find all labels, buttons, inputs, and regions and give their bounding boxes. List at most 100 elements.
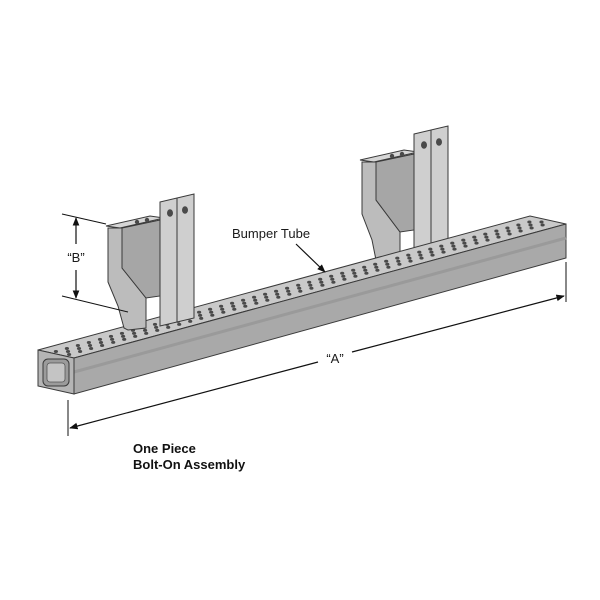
perforation-hole bbox=[407, 256, 412, 260]
perforation-hole bbox=[527, 220, 532, 224]
perforation-hole bbox=[286, 289, 291, 293]
dimension-b: “B” bbox=[61, 213, 129, 313]
perforation-hole bbox=[330, 277, 335, 281]
perforation-hole bbox=[318, 277, 323, 281]
perforation-hole bbox=[154, 325, 159, 329]
bumper-tube-callout: Bumper Tube bbox=[232, 226, 326, 273]
perforation-hole bbox=[385, 262, 390, 266]
perforation-hole bbox=[119, 331, 125, 335]
perforation-hole bbox=[418, 253, 423, 257]
perforation-hole bbox=[208, 307, 213, 311]
perforation-hole bbox=[264, 295, 269, 299]
perforation-hole bbox=[329, 274, 334, 278]
perforation-hole bbox=[254, 301, 259, 305]
perforation-hole bbox=[351, 268, 356, 272]
perforation-hole bbox=[197, 310, 202, 314]
perforation-hole bbox=[100, 344, 105, 347]
perforation-hole bbox=[397, 262, 402, 266]
dim-a-label: “A” bbox=[326, 351, 343, 366]
perforation-hole bbox=[485, 238, 490, 242]
perforation-hole bbox=[417, 250, 422, 254]
perforation-hole bbox=[395, 256, 400, 260]
perforation-hole bbox=[474, 241, 479, 245]
perforation-hole bbox=[419, 256, 424, 260]
dim-b-label: “B” bbox=[67, 250, 84, 265]
perforation-hole bbox=[452, 247, 457, 251]
perforation-hole bbox=[483, 232, 488, 236]
perforation-hole bbox=[494, 229, 499, 233]
perforation-hole bbox=[110, 337, 115, 341]
perforation-hole bbox=[243, 304, 248, 308]
perforation-hole bbox=[89, 347, 94, 350]
perforation-hole bbox=[384, 259, 389, 263]
perforation-hole bbox=[199, 316, 204, 320]
perforation-hole bbox=[375, 268, 380, 272]
perforation-hole bbox=[132, 331, 137, 335]
perforation-hole bbox=[265, 298, 270, 302]
perforation-hole bbox=[507, 232, 512, 236]
perforation-hole bbox=[122, 337, 127, 341]
perforation-hole bbox=[463, 244, 468, 248]
perforation-hole bbox=[484, 235, 489, 239]
perforation-hole bbox=[210, 313, 215, 317]
perforation-hole bbox=[298, 289, 303, 293]
perforation-hole bbox=[275, 292, 280, 296]
perforation-hole bbox=[242, 301, 247, 305]
perforation-hole bbox=[374, 265, 379, 269]
caption-line-2: Bolt-On Assembly bbox=[133, 457, 246, 472]
perforation-hole bbox=[209, 310, 214, 314]
perforation-hole bbox=[65, 350, 71, 353]
perforation-hole bbox=[231, 304, 236, 308]
perforation-hole bbox=[152, 322, 158, 326]
perforation-hole bbox=[307, 280, 312, 284]
perforation-hole bbox=[529, 226, 534, 230]
perforation-hole bbox=[440, 247, 445, 251]
perforation-hole bbox=[539, 220, 544, 224]
perforation-hole bbox=[232, 307, 237, 311]
perforation-hole bbox=[441, 250, 446, 254]
perforation-hole bbox=[331, 280, 336, 284]
perforation-hole bbox=[362, 265, 367, 269]
bumper-tube-label: Bumper Tube bbox=[232, 226, 310, 241]
perforation-hole bbox=[221, 310, 226, 314]
perforation-hole bbox=[340, 271, 345, 275]
perforation-hole bbox=[451, 244, 456, 248]
perforation-hole bbox=[276, 295, 281, 299]
perforation-hole bbox=[108, 334, 114, 338]
perforation-hole bbox=[406, 253, 411, 257]
perforation-hole bbox=[319, 280, 324, 284]
perforation-hole bbox=[98, 341, 104, 344]
perforation-hole bbox=[188, 319, 193, 323]
perforation-hole bbox=[461, 238, 466, 242]
perforation-hole bbox=[472, 235, 477, 239]
perforation-hole bbox=[341, 274, 346, 278]
perforation-hole bbox=[342, 277, 347, 281]
perforation-hole bbox=[505, 226, 510, 230]
perforation-hole bbox=[363, 268, 368, 272]
perforation-hole bbox=[97, 337, 103, 341]
perforation-hole bbox=[64, 347, 69, 350]
perforation-hole bbox=[528, 223, 533, 227]
perforation-hole bbox=[364, 271, 369, 275]
perforation-hole bbox=[274, 289, 279, 293]
perforation-hole bbox=[517, 226, 522, 230]
perforation-hole bbox=[133, 334, 138, 338]
perforation-hole bbox=[67, 353, 72, 356]
perforation-hole bbox=[439, 244, 444, 248]
perforation-hole bbox=[352, 271, 357, 275]
perforation-hole bbox=[495, 232, 500, 236]
perforation-hole bbox=[430, 253, 435, 257]
perforation-hole bbox=[220, 307, 225, 311]
perforation-hole bbox=[198, 313, 203, 317]
perforation-hole bbox=[353, 274, 358, 278]
perforation-hole bbox=[285, 286, 290, 290]
perforation-hole bbox=[86, 341, 91, 344]
perforation-hole bbox=[241, 298, 246, 302]
perforation-hole bbox=[540, 223, 545, 227]
perforation-hole bbox=[87, 344, 93, 347]
perforation-hole bbox=[155, 328, 160, 332]
perforation-hole bbox=[263, 292, 268, 296]
perforation-hole bbox=[462, 241, 467, 245]
perforation-hole bbox=[473, 238, 478, 242]
